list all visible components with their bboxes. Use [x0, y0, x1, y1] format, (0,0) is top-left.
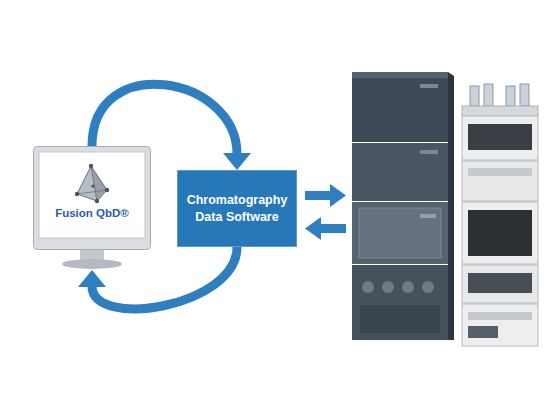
- instrument-door: [359, 208, 441, 258]
- solvent-tray: [462, 106, 538, 116]
- logo-dot: [75, 192, 79, 196]
- instrument-badge: [420, 84, 438, 88]
- logo-dot: [89, 164, 93, 168]
- curved-arrow: [92, 84, 251, 170]
- instrument-panel: [468, 124, 532, 150]
- instrument-module: [352, 202, 448, 264]
- box-label: Chromatography Data Software: [185, 192, 289, 226]
- exchange-arrows: [305, 184, 346, 240]
- instrument-module: [462, 265, 538, 303]
- instrument-knob: [382, 281, 394, 293]
- monitor-body: [34, 147, 151, 250]
- instrument-stripe: [468, 312, 532, 320]
- instrument-panel: [360, 305, 440, 333]
- instrument-module: [352, 143, 448, 201]
- instrument-stripe: [468, 168, 532, 176]
- instrument-knob: [402, 281, 414, 293]
- instrument-module: [462, 304, 538, 346]
- logo-tetrahedron: [75, 164, 109, 203]
- arrow-curve: [92, 247, 237, 309]
- instrument-module: [352, 72, 448, 142]
- monitor-node: Fusion QbD®: [33, 146, 151, 270]
- solvent-bottle: [506, 86, 515, 106]
- instrument-knob: [362, 281, 374, 293]
- solvent-bottle: [470, 86, 479, 106]
- solvent-bottle: [520, 84, 529, 106]
- arrow-shaft: [305, 191, 331, 200]
- instrument-badge: [420, 150, 438, 154]
- instrument-badge: [420, 214, 436, 218]
- logo-dot: [105, 188, 109, 192]
- monitor-screen: [39, 152, 145, 238]
- logo-dot: [91, 184, 94, 187]
- arrow-head: [223, 153, 251, 170]
- instrument-top: [352, 72, 448, 78]
- arrow-shaft: [320, 224, 346, 233]
- instrument-panel: [468, 326, 498, 338]
- instrument-module: [462, 161, 538, 201]
- arrow-head: [305, 217, 321, 240]
- instrument-side: [448, 72, 454, 340]
- process-box: Chromatography Data Software: [177, 170, 297, 247]
- hplc-instrument: [462, 84, 538, 346]
- instrument-panel: [468, 273, 532, 293]
- arrow-head: [78, 270, 106, 287]
- logo-dot: [95, 199, 99, 203]
- instrument-knob: [422, 281, 434, 293]
- monitor-base: [62, 259, 122, 269]
- product-logo-text: Fusion QbD®: [39, 206, 145, 220]
- arrow-head: [330, 184, 346, 207]
- instrument-module: [462, 202, 538, 264]
- instrument-module: [352, 265, 448, 340]
- arrow-curve: [92, 84, 237, 154]
- uplc-instrument: [352, 72, 454, 340]
- solvent-bottle: [484, 84, 493, 106]
- curved-arrow: [78, 247, 237, 309]
- logo-edge: [77, 190, 107, 194]
- instrument-door: [468, 210, 532, 256]
- instrument-module: [462, 116, 538, 160]
- logo-edges: [77, 166, 107, 201]
